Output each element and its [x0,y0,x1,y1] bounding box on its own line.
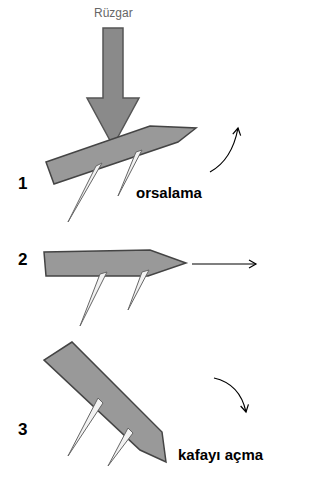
boat-bearing-away [44,342,166,466]
maneuver-label: orsalama [136,184,202,201]
callout-number: 1 [18,174,27,194]
course-arrow [210,128,238,172]
callout-number: 3 [18,420,27,440]
course-arrow [192,263,256,264]
boat-close-hauled [46,126,196,222]
wind-label: Rüzgar [94,6,133,20]
wind-arrow [87,28,139,146]
maneuver-label: kafayı açma [178,446,263,463]
callout-number: 2 [18,250,27,270]
boat-beam-reach [44,250,186,326]
course-arrow [214,378,246,412]
